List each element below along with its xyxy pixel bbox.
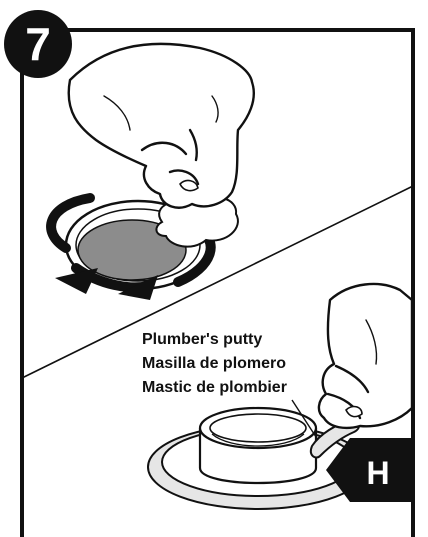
callout-label: Plumber's putty Masilla de plomero Masti… — [140, 326, 296, 398]
callout-line-en: Plumber's putty — [142, 331, 262, 348]
callout-line-fr: Mastic de plombier — [142, 379, 287, 396]
part-letter: H — [366, 455, 389, 491]
step-number: 7 — [25, 18, 51, 70]
step-badge: 7 — [4, 10, 72, 78]
drain-top-scene — [51, 44, 254, 300]
callout-line-es: Masilla de plomero — [142, 355, 286, 372]
hand-top — [69, 44, 254, 208]
hand-bottom — [319, 284, 412, 428]
